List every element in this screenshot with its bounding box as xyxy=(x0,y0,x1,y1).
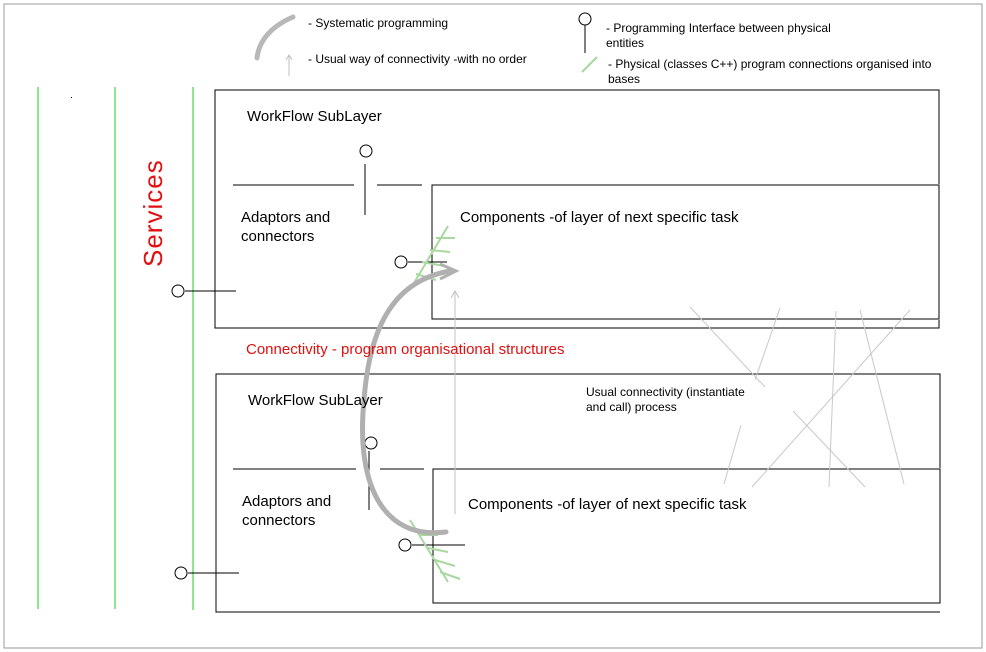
legend-interface-symbol xyxy=(578,12,592,53)
legend-physical-text: - Physical (classes C++) program connect… xyxy=(608,57,932,86)
top-layer xyxy=(171,89,940,329)
legend-usual-arrow xyxy=(285,54,293,76)
stray-dot xyxy=(71,97,72,98)
systematic-arrowhead xyxy=(439,262,460,281)
top-workflow-label: WorkFlow SubLayer xyxy=(247,108,382,125)
legend-usual-way-text: - Usual way of connectivity -with no ord… xyxy=(308,52,527,66)
usual-connectivity-scribble xyxy=(689,306,911,488)
physical-connection-top xyxy=(410,225,455,289)
legend-physical-symbol xyxy=(581,56,598,73)
bottom-adaptors-label: Adaptors and connectors xyxy=(242,493,332,529)
legend-interface-text: - Programming Interface between physical… xyxy=(606,21,831,50)
legend-systematic-arc xyxy=(254,14,296,61)
top-adaptors-label: Adaptors and connectors xyxy=(241,209,331,245)
usual-connectivity-arrow xyxy=(450,289,460,514)
bottom-components-label: Components -of layer of next specific ta… xyxy=(468,496,747,513)
bottom-workflow-label: WorkFlow SubLayer xyxy=(248,392,383,409)
services-label: Services xyxy=(138,159,168,267)
top-components-label: Components -of layer of next specific ta… xyxy=(460,209,739,226)
connectivity-title: Connectivity - program organisational st… xyxy=(246,341,565,358)
outer-frame xyxy=(3,3,983,649)
usual-connectivity-note: Usual connectivity (instantiate and call… xyxy=(586,385,745,414)
legend-systematic-text: - Systematic programming xyxy=(308,16,449,30)
systematic-arc-connection xyxy=(360,268,453,536)
bottom-layer xyxy=(174,373,941,613)
